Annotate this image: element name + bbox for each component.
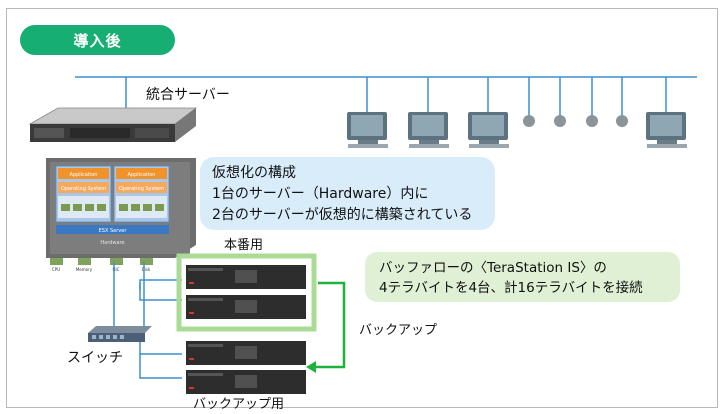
svg-text:CPU: CPU <box>52 267 60 272</box>
vm1-os-label: Operating System <box>61 186 106 192</box>
virtualization-callout-line1: 仮想化の構成 <box>212 165 296 181</box>
nas-unit-icon <box>186 370 306 394</box>
backup-arrow <box>306 281 346 373</box>
integrated-server-label: 統合サーバー <box>146 87 230 103</box>
nas-unit-icon <box>186 265 306 289</box>
network-drops <box>125 77 667 117</box>
vm2-application-label: Application <box>128 172 156 178</box>
page-title: 導入後 <box>73 31 122 50</box>
switch-label: スイッチ <box>67 350 123 366</box>
svg-text:Disk: Disk <box>142 267 151 272</box>
nas-unit-icon <box>186 341 306 365</box>
monitor-icon <box>468 112 509 148</box>
production-group-border <box>176 253 317 332</box>
monitor-icon <box>347 112 388 148</box>
vm2-os-label: Operating System <box>119 186 164 192</box>
backup-units-label: バックアップ用 <box>193 397 285 412</box>
network-node-icon <box>616 115 628 127</box>
virtualization-box: Application Operating System Application… <box>46 158 196 258</box>
virtualization-callout-line2: 1台のサーバー（Hardware）内に <box>212 186 429 202</box>
production-label: 本番用 <box>224 238 264 253</box>
monitor-icon <box>646 112 687 148</box>
esx-server-label: ESX Server <box>99 228 128 234</box>
server-icon <box>28 107 198 142</box>
storage-callout-line2: 4テラバイトを4台、計16テラバイトを接続 <box>379 280 643 296</box>
storage-callout-line1: バッファローの〈TeraStation IS〉の <box>379 260 607 276</box>
virtualization-callout: 仮想化の構成 1台のサーバー（Hardware）内に 2台のサーバーが仮想的に構… <box>200 157 495 230</box>
svg-text:NIC: NIC <box>113 267 120 272</box>
page-title-badge: 導入後 <box>20 25 175 55</box>
diagram-frame <box>6 8 718 408</box>
vm1-application-label: Application <box>70 172 98 178</box>
network-node-icon <box>523 115 535 127</box>
storage-callout: バッファローの〈TeraStation IS〉の 4テラバイトを4台、計16テラ… <box>365 252 680 302</box>
hardware-components: CPU Memory NIC Disk <box>50 258 153 272</box>
hardware-label: Hardware <box>100 240 124 246</box>
backup-label: バックアップ <box>359 323 438 338</box>
switch-icon <box>88 326 152 342</box>
svg-text:Memory: Memory <box>76 267 93 272</box>
network-node-icon <box>586 115 598 127</box>
network-node-icon <box>554 115 566 127</box>
virtualization-callout-line3: 2台のサーバーが仮想的に構築されている <box>212 207 473 223</box>
connection-lines <box>113 262 182 379</box>
monitor-icon <box>408 112 449 148</box>
nas-unit-icon <box>186 295 306 319</box>
